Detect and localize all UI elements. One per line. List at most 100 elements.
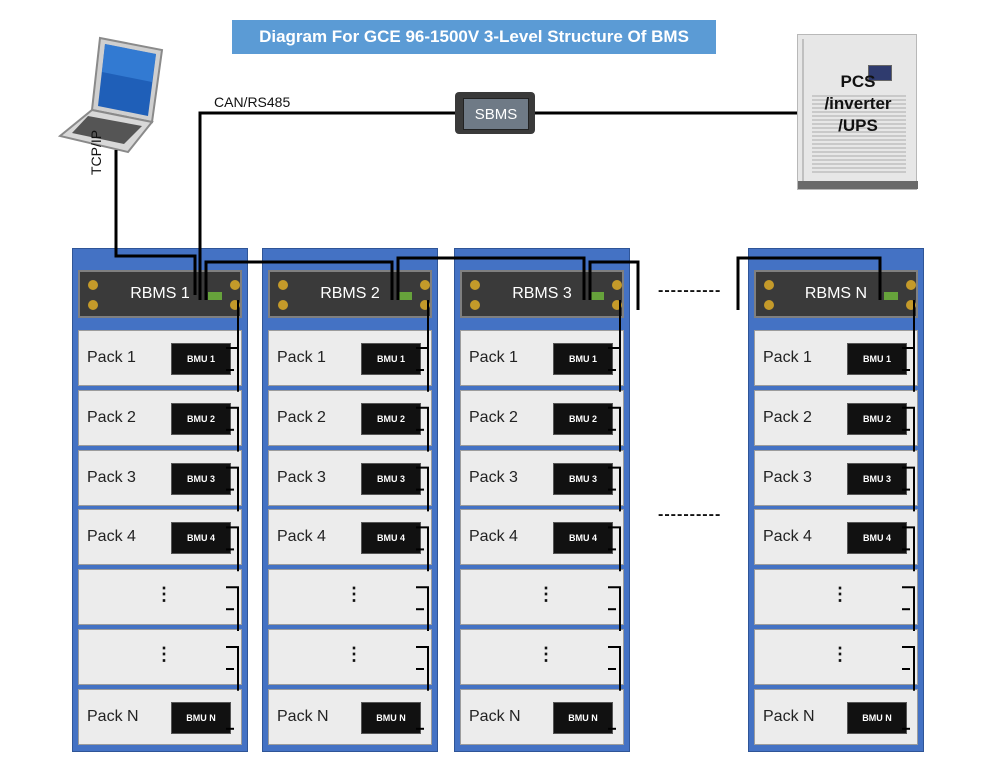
bmu-module: BMU 2 xyxy=(847,402,907,435)
battery-pack: Pack 2 BMU 2 xyxy=(754,389,918,446)
pack-label: Pack 1 xyxy=(763,349,812,366)
bmu-module: BMU N xyxy=(361,701,421,734)
rbms-unit: RBMS 1 xyxy=(78,270,242,318)
bmu-label: BMU 4 xyxy=(376,533,405,544)
bmu-module: BMU 3 xyxy=(361,462,421,495)
battery-pack: ⋮ xyxy=(268,629,432,685)
bmu-module: BMU 3 xyxy=(847,462,907,495)
bmu-label: BMU 2 xyxy=(186,413,215,424)
bmu-label: BMU 2 xyxy=(376,413,405,424)
pack-link-wire xyxy=(416,526,429,572)
status-led-icon xyxy=(590,292,604,300)
pack-label: Pack 2 xyxy=(763,408,812,426)
pack-label: Pack 3 xyxy=(469,468,518,486)
pack-link-wire xyxy=(226,586,239,631)
pack-link-wire xyxy=(226,646,239,691)
pcs-inverter-ups: PCS /inverter /UPS xyxy=(797,34,918,190)
pack-label: Pack 3 xyxy=(277,468,326,486)
tcp-ip-line xyxy=(114,150,197,295)
bmu-label: BMU N xyxy=(568,712,598,723)
pack-label: Pack 4 xyxy=(277,528,326,546)
pack-link-wire xyxy=(902,526,915,572)
pcs-label-line3: /UPS xyxy=(838,116,878,135)
vertical-dots-icon: ⋮ xyxy=(831,644,849,664)
battery-pack: ⋮ xyxy=(78,629,242,685)
bmu-module: BMU 1 xyxy=(847,343,907,375)
vertical-dots-icon: ⋮ xyxy=(345,584,363,605)
bmu-module: BMU N xyxy=(171,701,231,734)
bmu-module: BMU 1 xyxy=(361,343,421,375)
pack-label: Pack 1 xyxy=(277,349,326,366)
bmu-module: BMU 4 xyxy=(847,522,907,555)
vertical-dots-icon: ⋮ xyxy=(155,584,173,605)
cabinet-screen-icon xyxy=(868,65,892,81)
battery-pack: ⋮ xyxy=(754,569,918,626)
status-led-icon xyxy=(884,292,898,300)
racks-ellipsis-mid: ---------- xyxy=(658,506,722,523)
pcs-label-line1: PCS xyxy=(840,72,876,91)
screw-icon xyxy=(906,280,916,290)
screw-icon xyxy=(612,300,622,310)
battery-pack: ⋮ xyxy=(460,569,624,626)
can-rs485-label: CAN/RS485 xyxy=(214,94,291,110)
can-bus-line xyxy=(198,111,455,300)
screw-icon xyxy=(278,280,288,290)
battery-pack: Pack 1 BMU 1 xyxy=(754,330,918,386)
pcs-label-line2: /inverter xyxy=(824,94,892,113)
bmu-label: BMU 4 xyxy=(862,533,891,544)
battery-pack: Pack 3 BMU 3 xyxy=(460,449,624,506)
battery-pack: Pack 1 BMU 1 xyxy=(78,330,242,386)
battery-pack: ⋮ xyxy=(78,569,242,626)
bmu-label: BMU 1 xyxy=(186,354,215,364)
bmu-label: BMU 3 xyxy=(186,473,215,484)
bmu-module: BMU 4 xyxy=(361,522,421,555)
rbms-unit: RBMS 2 xyxy=(268,270,432,318)
pack-link-wire xyxy=(902,406,915,452)
bmu-label: BMU N xyxy=(186,712,216,723)
battery-pack: Pack 3 BMU 3 xyxy=(268,449,432,506)
pack-label: Pack N xyxy=(763,707,815,725)
screw-icon xyxy=(764,300,774,310)
battery-pack: ⋮ xyxy=(754,629,918,685)
pack-link-wire xyxy=(416,466,429,512)
bmu-module: BMU 1 xyxy=(553,343,613,375)
pack-link-wire xyxy=(608,646,621,691)
pack-link-wire xyxy=(226,466,239,512)
screw-icon xyxy=(764,280,774,290)
pack-link-wire xyxy=(608,466,621,512)
pack-link-wire xyxy=(902,586,915,631)
bmu-module: BMU 1 xyxy=(171,343,231,375)
bmu-module: BMU 2 xyxy=(361,402,421,435)
pack-label: Pack N xyxy=(469,707,521,725)
screw-icon xyxy=(420,280,430,290)
bmu-label: BMU N xyxy=(376,712,406,723)
rbms-unit: RBMS N xyxy=(754,270,918,318)
bmu-module: BMU 3 xyxy=(553,462,613,495)
bmu-label: BMU 3 xyxy=(862,473,891,484)
pack-link-wire xyxy=(608,406,621,452)
battery-pack: Pack N BMU N xyxy=(460,688,624,745)
pack-link-wire xyxy=(226,406,239,452)
rack-chain-3 xyxy=(588,260,640,310)
racks-ellipsis-top: ---------- xyxy=(658,282,722,299)
pack-link-wire xyxy=(902,466,915,512)
pack-label: Pack 1 xyxy=(87,349,136,366)
rbms-label: RBMS 2 xyxy=(320,285,380,302)
pack-link-wire xyxy=(226,526,239,572)
battery-pack: Pack 1 BMU 1 xyxy=(268,330,432,386)
bmu-label: BMU 1 xyxy=(376,354,405,364)
battery-pack: Pack 4 BMU 4 xyxy=(268,509,432,566)
rack-chain-2 xyxy=(396,256,586,300)
screw-icon xyxy=(612,280,622,290)
battery-pack: ⋮ xyxy=(460,629,624,685)
cabinet-vent xyxy=(812,95,906,175)
status-led-icon xyxy=(398,292,412,300)
screw-icon xyxy=(906,300,916,310)
pack-label: Pack 4 xyxy=(763,528,812,546)
